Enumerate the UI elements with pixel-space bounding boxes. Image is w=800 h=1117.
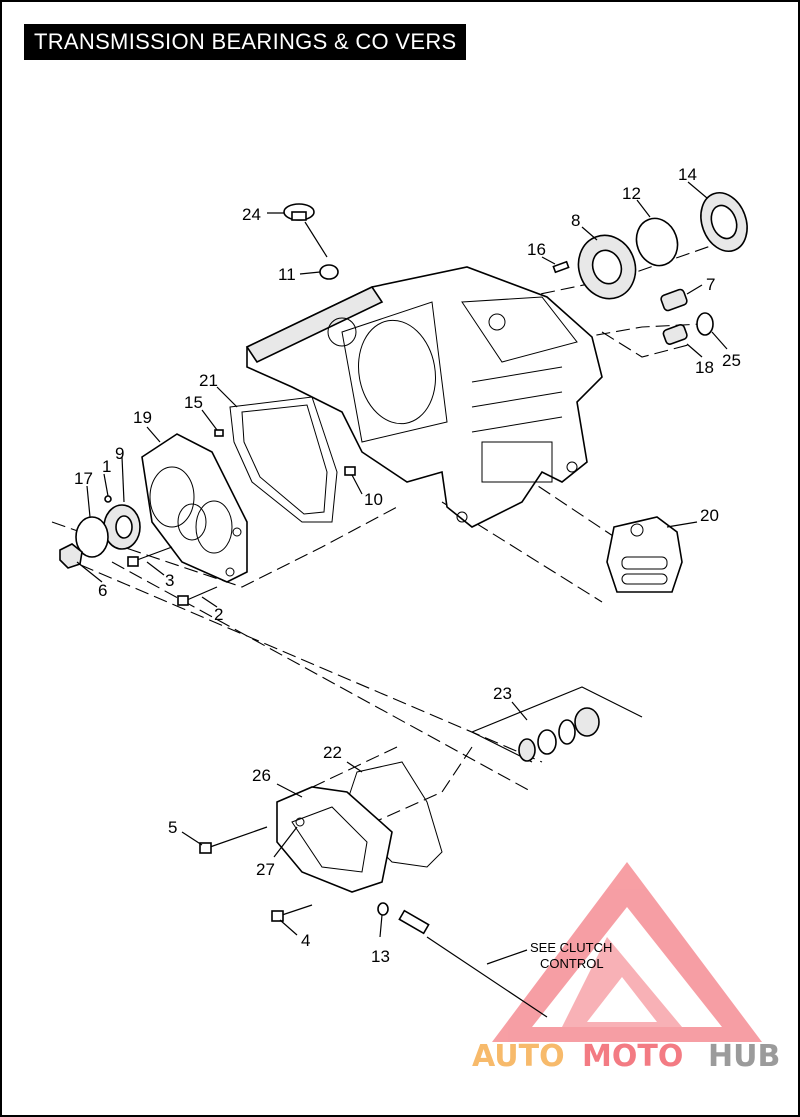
part-9-bearing — [103, 504, 141, 550]
part-2-screw — [177, 586, 218, 606]
callout-9: 9 — [115, 444, 124, 463]
part-19-bearing-housing — [141, 433, 248, 583]
callout-19: 19 — [133, 408, 152, 427]
part-24-dipstick — [283, 203, 328, 258]
part-4-bolt — [271, 904, 313, 922]
callout-6: 6 — [98, 581, 107, 600]
callout-12: 12 — [622, 184, 641, 203]
callout-13: 13 — [371, 947, 390, 966]
watermark-auto: AUTO — [472, 1039, 565, 1074]
part-20-gasket — [606, 516, 683, 593]
see-clutch-control-note: SEE CLUTCH CONTROL — [530, 940, 612, 971]
part-8-bearing — [577, 234, 637, 300]
callout-labels: 1 2 3 4 5 6 7 8 9 10 11 12 13 14 15 16 1… — [74, 165, 741, 966]
callout-23: 23 — [493, 684, 512, 703]
diagram-title: TRANSMISSION BEARINGS & CO VERS — [24, 24, 466, 60]
callout-22: 22 — [323, 743, 342, 762]
part-26-side-cover — [276, 786, 393, 893]
part-13-o-ring — [377, 902, 389, 916]
callout-5: 5 — [168, 818, 177, 837]
callout-15: 15 — [184, 393, 203, 412]
part-12-retaining-ring — [635, 217, 679, 267]
callout-3: 3 — [165, 571, 174, 590]
part-15-dowel — [214, 429, 224, 437]
part-17-retaining-ring — [75, 516, 109, 558]
part-5-bolt — [199, 826, 268, 854]
callout-21: 21 — [199, 371, 218, 390]
watermark-logo — [492, 862, 762, 1042]
part-1-pin — [104, 495, 112, 503]
callout-26: 26 — [252, 766, 271, 785]
part-23-release-assembly — [518, 707, 600, 762]
callout-11: 11 — [278, 265, 296, 284]
callout-27: 27 — [256, 860, 275, 879]
part-18-bushing — [662, 323, 688, 345]
leader-lines — [76, 181, 728, 965]
transmission-case — [245, 266, 603, 528]
callout-7: 7 — [706, 275, 715, 294]
part-21-gasket — [229, 396, 338, 523]
watermark-hub: HUB — [708, 1039, 780, 1074]
callout-2: 2 — [214, 605, 223, 624]
callout-25: 25 — [722, 351, 741, 370]
callout-8: 8 — [571, 211, 580, 230]
callout-4: 4 — [301, 931, 310, 950]
part-16-dowel — [552, 260, 570, 274]
part-3-screw — [127, 546, 173, 567]
callout-17: 17 — [74, 469, 93, 488]
callout-20: 20 — [700, 506, 719, 525]
clutch-cable — [398, 909, 548, 1018]
part-10-dowel — [344, 466, 356, 476]
watermark-text: AUTO MOTO HUB — [472, 1039, 780, 1074]
watermark-moto: MOTO — [582, 1039, 683, 1074]
note-line-1: SEE CLUTCH — [530, 940, 612, 955]
callout-10: 10 — [364, 490, 383, 509]
part-11-o-ring — [319, 264, 339, 280]
part-7-bushing — [660, 288, 688, 312]
callout-1: 1 — [102, 457, 111, 476]
callout-16: 16 — [527, 240, 546, 259]
callout-24: 24 — [242, 205, 261, 224]
callout-18: 18 — [695, 358, 714, 377]
callout-14: 14 — [678, 165, 697, 184]
part-25-o-ring — [696, 312, 714, 336]
note-line-2: CONTROL — [540, 956, 604, 971]
part-14-seal — [700, 192, 748, 252]
